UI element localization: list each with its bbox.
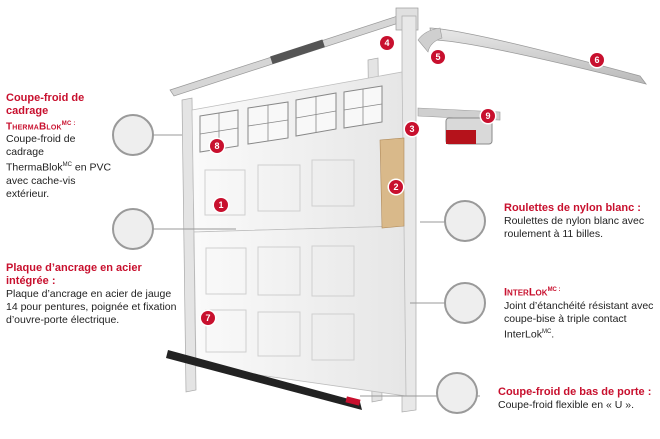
desc-part: en PVC [71,161,112,174]
marker-5: 5 [431,50,445,64]
desc-line: Coupe-froid de cadrage [6,133,76,159]
label-desc: Plaque d’ancrage en acier de jauge 14 po… [6,288,184,327]
title-text: InterLok [504,286,548,299]
desc-part: . [551,328,555,341]
label-plaque-ancrage: Plaque d’ancrage en acier intégrée : Pla… [6,262,184,327]
desc-part: InterLok [504,328,542,341]
desc-line: Joint d’étanchéité résistant avec [504,299,654,312]
callout-circle-interlok [444,282,486,324]
desc-line: Plaque d’ancrage en acier de jauge [6,288,172,300]
desc-line: d’ouvre-porte électrique. [6,314,120,326]
callout-circle-cadrage [112,114,154,156]
label-coupe-froid-cadrage: Coupe-froid de cadrage ThermaBlokMC : Co… [6,92,116,201]
callout-circle-bas [436,372,478,414]
desc-line: avec cache-vis extérieur. [6,174,76,200]
desc-sup: MC [62,162,72,169]
marker-2: 2 [389,180,403,194]
bottom-weatherstrip [166,350,362,410]
label-subtitle: ThermaBlokMC : [6,118,116,133]
desc-part: ThermaBlok [6,161,63,174]
label-title: Plaque d’ancrage en acier intégrée : [6,262,142,287]
door-panels [191,71,407,397]
marker-1: 1 [214,198,228,212]
label-roulettes: Roulettes de nylon blanc : Roulettes de … [504,202,654,241]
callout-circle-ancrage [112,208,154,250]
callout-circle-roulettes [444,200,486,242]
marker-9: 9 [481,109,495,123]
marker-3: 3 [405,122,419,136]
desc-line: 14 pour pentures, poignée et fixation [6,301,177,313]
desc-line: ThermaBlokMC en PVC [6,159,116,175]
label-desc: Coupe-froid flexible en « U ». [498,399,656,412]
desc-line: coupe-bise à triple contact [504,312,627,325]
marker-4: 4 [380,36,394,50]
label-desc: Joint d’étanchéité résistant avec coupe-… [504,300,656,342]
marker-6: 6 [590,53,604,67]
marker-7: 7 [201,311,215,325]
desc-line: Coupe-froid flexible en « U ». [498,399,634,411]
desc-line: roulement à 11 billes. [504,228,604,240]
title-suffix: MC : [547,287,561,293]
label-title: Coupe-froid de cadrage [6,92,85,117]
opener-unit [417,107,501,145]
subtitle-suffix: MC : [61,121,76,127]
label-title: Roulettes de nylon blanc : [504,202,641,214]
label-title: Coupe-froid de bas de porte : [498,386,652,398]
horizontal-track [417,27,647,85]
label-desc: Roulettes de nylon blanc avec roulement … [504,215,654,241]
desc-sup: MC [541,328,552,335]
desc-line: Roulettes de nylon blanc avec [504,215,645,227]
label-title: InterLokMC : [504,284,656,300]
marker-8: 8 [210,139,224,153]
subtitle-text: ThermaBlok [6,121,62,133]
label-interlok: InterLokMC : Joint d’étanchéité résistan… [504,284,656,341]
label-desc: Coupe-froid de cadrage ThermaBlokMC en P… [6,133,116,201]
label-coupe-froid-bas: Coupe-froid de bas de porte : Coupe-froi… [498,386,656,412]
desc-line: InterLokMC. [504,326,656,342]
